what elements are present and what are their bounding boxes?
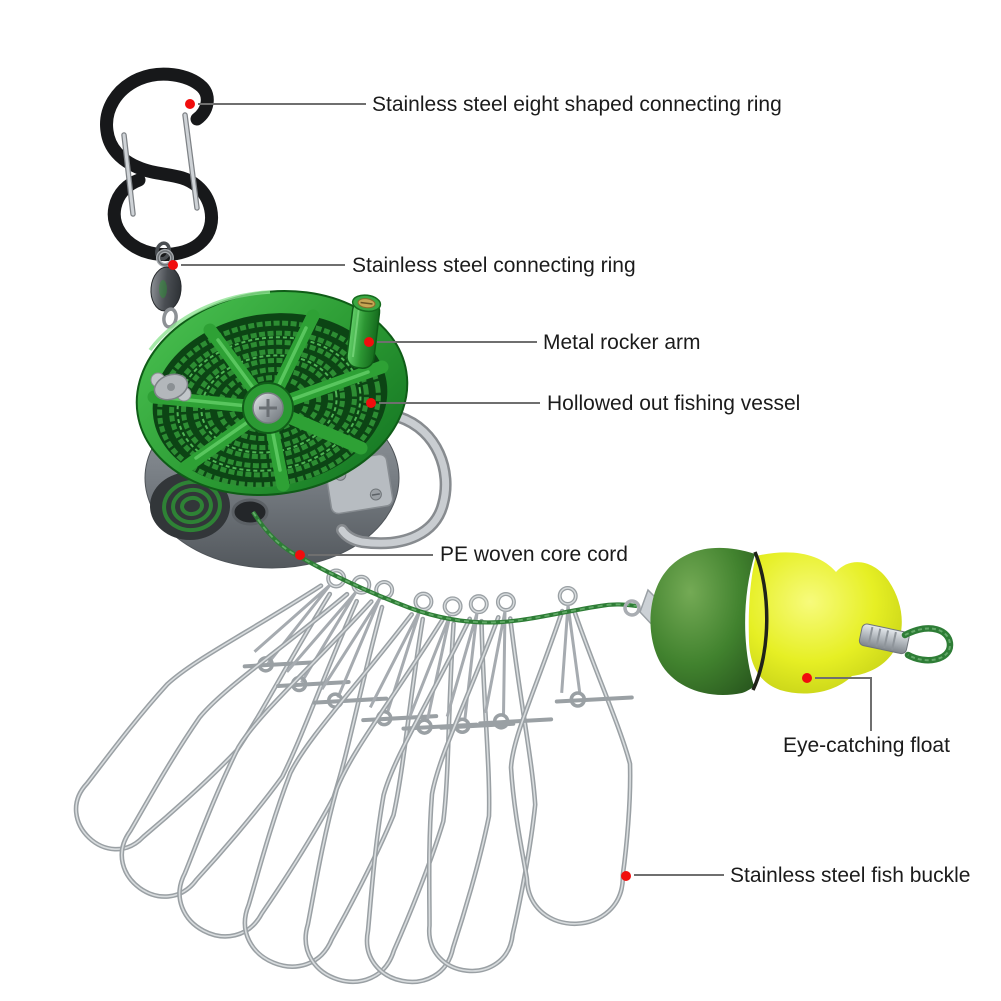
eight-shaped-ring [100, 67, 218, 261]
fish-buckle-snap [426, 592, 554, 974]
leader-line [198, 103, 366, 105]
leader-line [634, 874, 724, 876]
callout-label: PE woven core cord [440, 543, 628, 566]
callout-label: Eye-catching float [783, 734, 950, 757]
fish-buckle-snap [508, 586, 634, 926]
callout-label: Metal rocker arm [543, 331, 701, 354]
callout-dot [295, 550, 305, 560]
callout-dot [366, 398, 376, 408]
leader-line [308, 554, 433, 556]
cord-exit-hole [231, 498, 269, 526]
callout-dot [802, 673, 812, 683]
leader-line-vertical [870, 677, 872, 731]
callout-dot [168, 260, 178, 270]
float-seam [751, 551, 769, 691]
float-cord-loop [901, 625, 954, 664]
leader-line [377, 341, 537, 343]
callout-dot [621, 871, 631, 881]
fish-buckle-snap [242, 591, 439, 969]
callout-label: Hollowed out fishing vessel [547, 392, 801, 415]
callout-dot [364, 337, 374, 347]
float-yellow-body [748, 552, 902, 694]
leader-line [815, 677, 871, 679]
fishing-vessel-reel [135, 290, 452, 569]
float [623, 547, 954, 695]
leader-line [181, 264, 345, 266]
callout-dot [185, 99, 195, 109]
float-tip-ring [623, 599, 641, 617]
rocker-arm [346, 294, 382, 369]
thumb-screw [150, 372, 192, 402]
leader-line [379, 402, 540, 404]
callout-label: Stainless steel eight shaped connecting … [372, 93, 782, 116]
float-stem [858, 623, 910, 655]
fish-buckles [73, 568, 634, 985]
callout-label: Stainless steel connecting ring [352, 254, 636, 277]
fish-buckle-snap [119, 574, 372, 899]
swivel-connecting-ring [150, 249, 182, 329]
callout-label: Stainless steel fish buckle [730, 864, 971, 887]
float-green-cap [650, 547, 755, 695]
